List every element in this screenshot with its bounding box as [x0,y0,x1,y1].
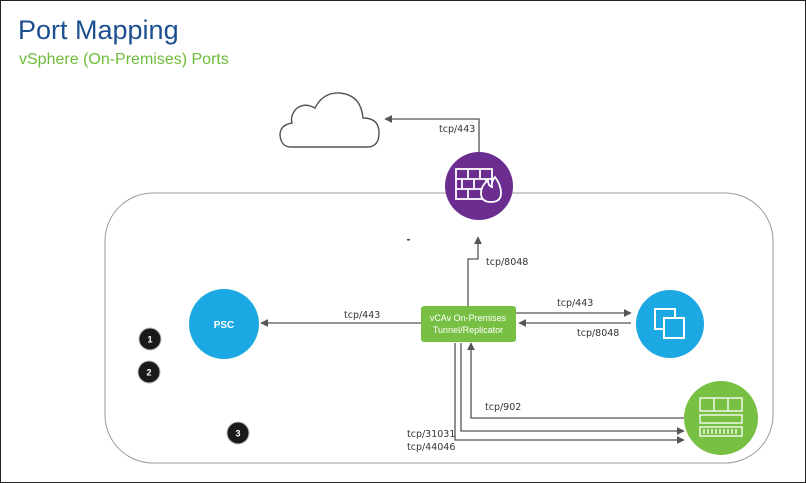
cloud-icon [279,92,380,148]
connections [260,115,685,444]
host-circle [684,381,758,455]
port-label-firewall: tcp/8048 [486,257,528,268]
esxi-host-icon [699,397,743,437]
port-label-cloud: tcp/443 [439,124,475,135]
firewall-node [445,152,513,220]
psc-node: PSC [189,289,259,359]
vcenter-icon [654,308,685,339]
page-title: Port Mapping [18,15,179,45]
link-vcav-firewall [467,236,482,306]
psc-label: PSC [214,320,235,331]
badge-2[interactable]: 2 [137,360,161,384]
badge-1-label: 1 [147,335,152,345]
page-subtitle: vSphere (On-Premises) Ports [19,51,229,68]
port-label-psc: tcp/443 [344,310,380,321]
badge-1-circle [138,327,162,351]
flame-icon [480,175,502,203]
on-premises-boundary [104,192,774,464]
psc-circle [189,289,259,359]
badge-3-label: 3 [235,429,240,439]
vcav-label-line2: Tunnel/Replicator [433,325,503,335]
link-vcav-host-31031 [460,343,685,435]
link-host-vcav-902 [467,342,684,419]
badge-2-label: 2 [146,368,151,378]
vcav-node: vCAv On-Premises Tunnel/Replicator [421,306,516,342]
vcav-label-line1: vCAv On-Premises [430,313,507,323]
badge-1[interactable]: 1 [138,327,162,351]
vcav-box [421,306,516,342]
vcenter-node [636,290,704,358]
port-label-host-44046: tcp/44046 [407,442,455,453]
badge-2-circle [137,360,161,384]
link-firewall-cloud [384,115,480,163]
port-label-vcenter-in: tcp/8048 [577,328,619,339]
port-label-host-31031: tcp/31031 [407,429,455,440]
port-label-host-902: tcp/902 [485,402,521,413]
stray-dot [407,239,410,241]
host-node [684,381,758,455]
badge-3-circle [226,421,250,445]
port-label-vcenter-out: tcp/443 [557,298,593,309]
badge-3[interactable]: 3 [226,421,250,445]
link-vcav-host-44046 [454,343,685,444]
